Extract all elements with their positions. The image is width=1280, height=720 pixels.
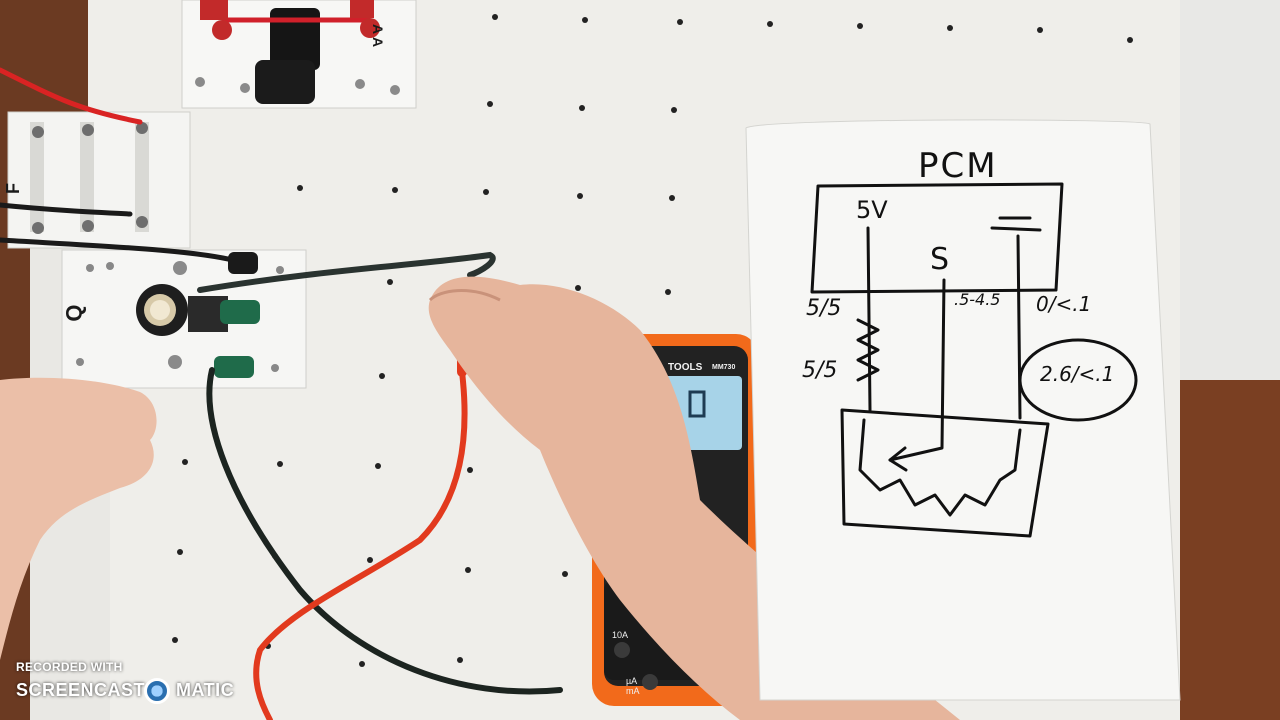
switch-terminals (30, 122, 149, 234)
multimeter-display-glyph (688, 390, 706, 418)
left-hand (0, 377, 157, 660)
circuit-drawing (810, 182, 1138, 538)
signal-label: S (930, 242, 950, 277)
whiteboard-title: PCM (918, 146, 998, 186)
potentiometer (76, 252, 284, 378)
fuse-holder (195, 0, 400, 104)
screencast-watermark: RECORDED WITH SCREENCAST MATIC (16, 660, 246, 712)
multimeter-model: MM730 (712, 364, 736, 371)
reading-right-top: 0/<.1 (1036, 292, 1092, 316)
multimeter-port-ma: mA (626, 686, 640, 696)
multimeter-range-label: 10A (612, 630, 629, 640)
watermark-brand-right: MATIC (176, 680, 235, 700)
multimeter-port-ua: µA (626, 676, 638, 686)
fuse-panel-label: A A (370, 24, 386, 48)
pot-panel-label: Q (61, 304, 87, 322)
reading-right-circled: 2.6/<.1 (1040, 362, 1115, 386)
right-hand (428, 276, 960, 720)
switch-panel-label: F (3, 183, 23, 194)
supply-label: 5V (856, 196, 888, 224)
screencast-logo-icon (144, 678, 170, 704)
watermark-recorded-with: RECORDED WITH (16, 660, 123, 674)
watermark-brand-left: SCREENCAST (16, 680, 146, 700)
multimeter-brand: TOOLS (668, 362, 703, 373)
reading-left-bottom: 5/5 (802, 358, 838, 383)
whiteboard (745, 119, 1181, 701)
side-wall (1165, 0, 1280, 380)
reading-middle: .5-4.5 (954, 290, 1001, 309)
reading-left-top: 5/5 (806, 296, 842, 321)
